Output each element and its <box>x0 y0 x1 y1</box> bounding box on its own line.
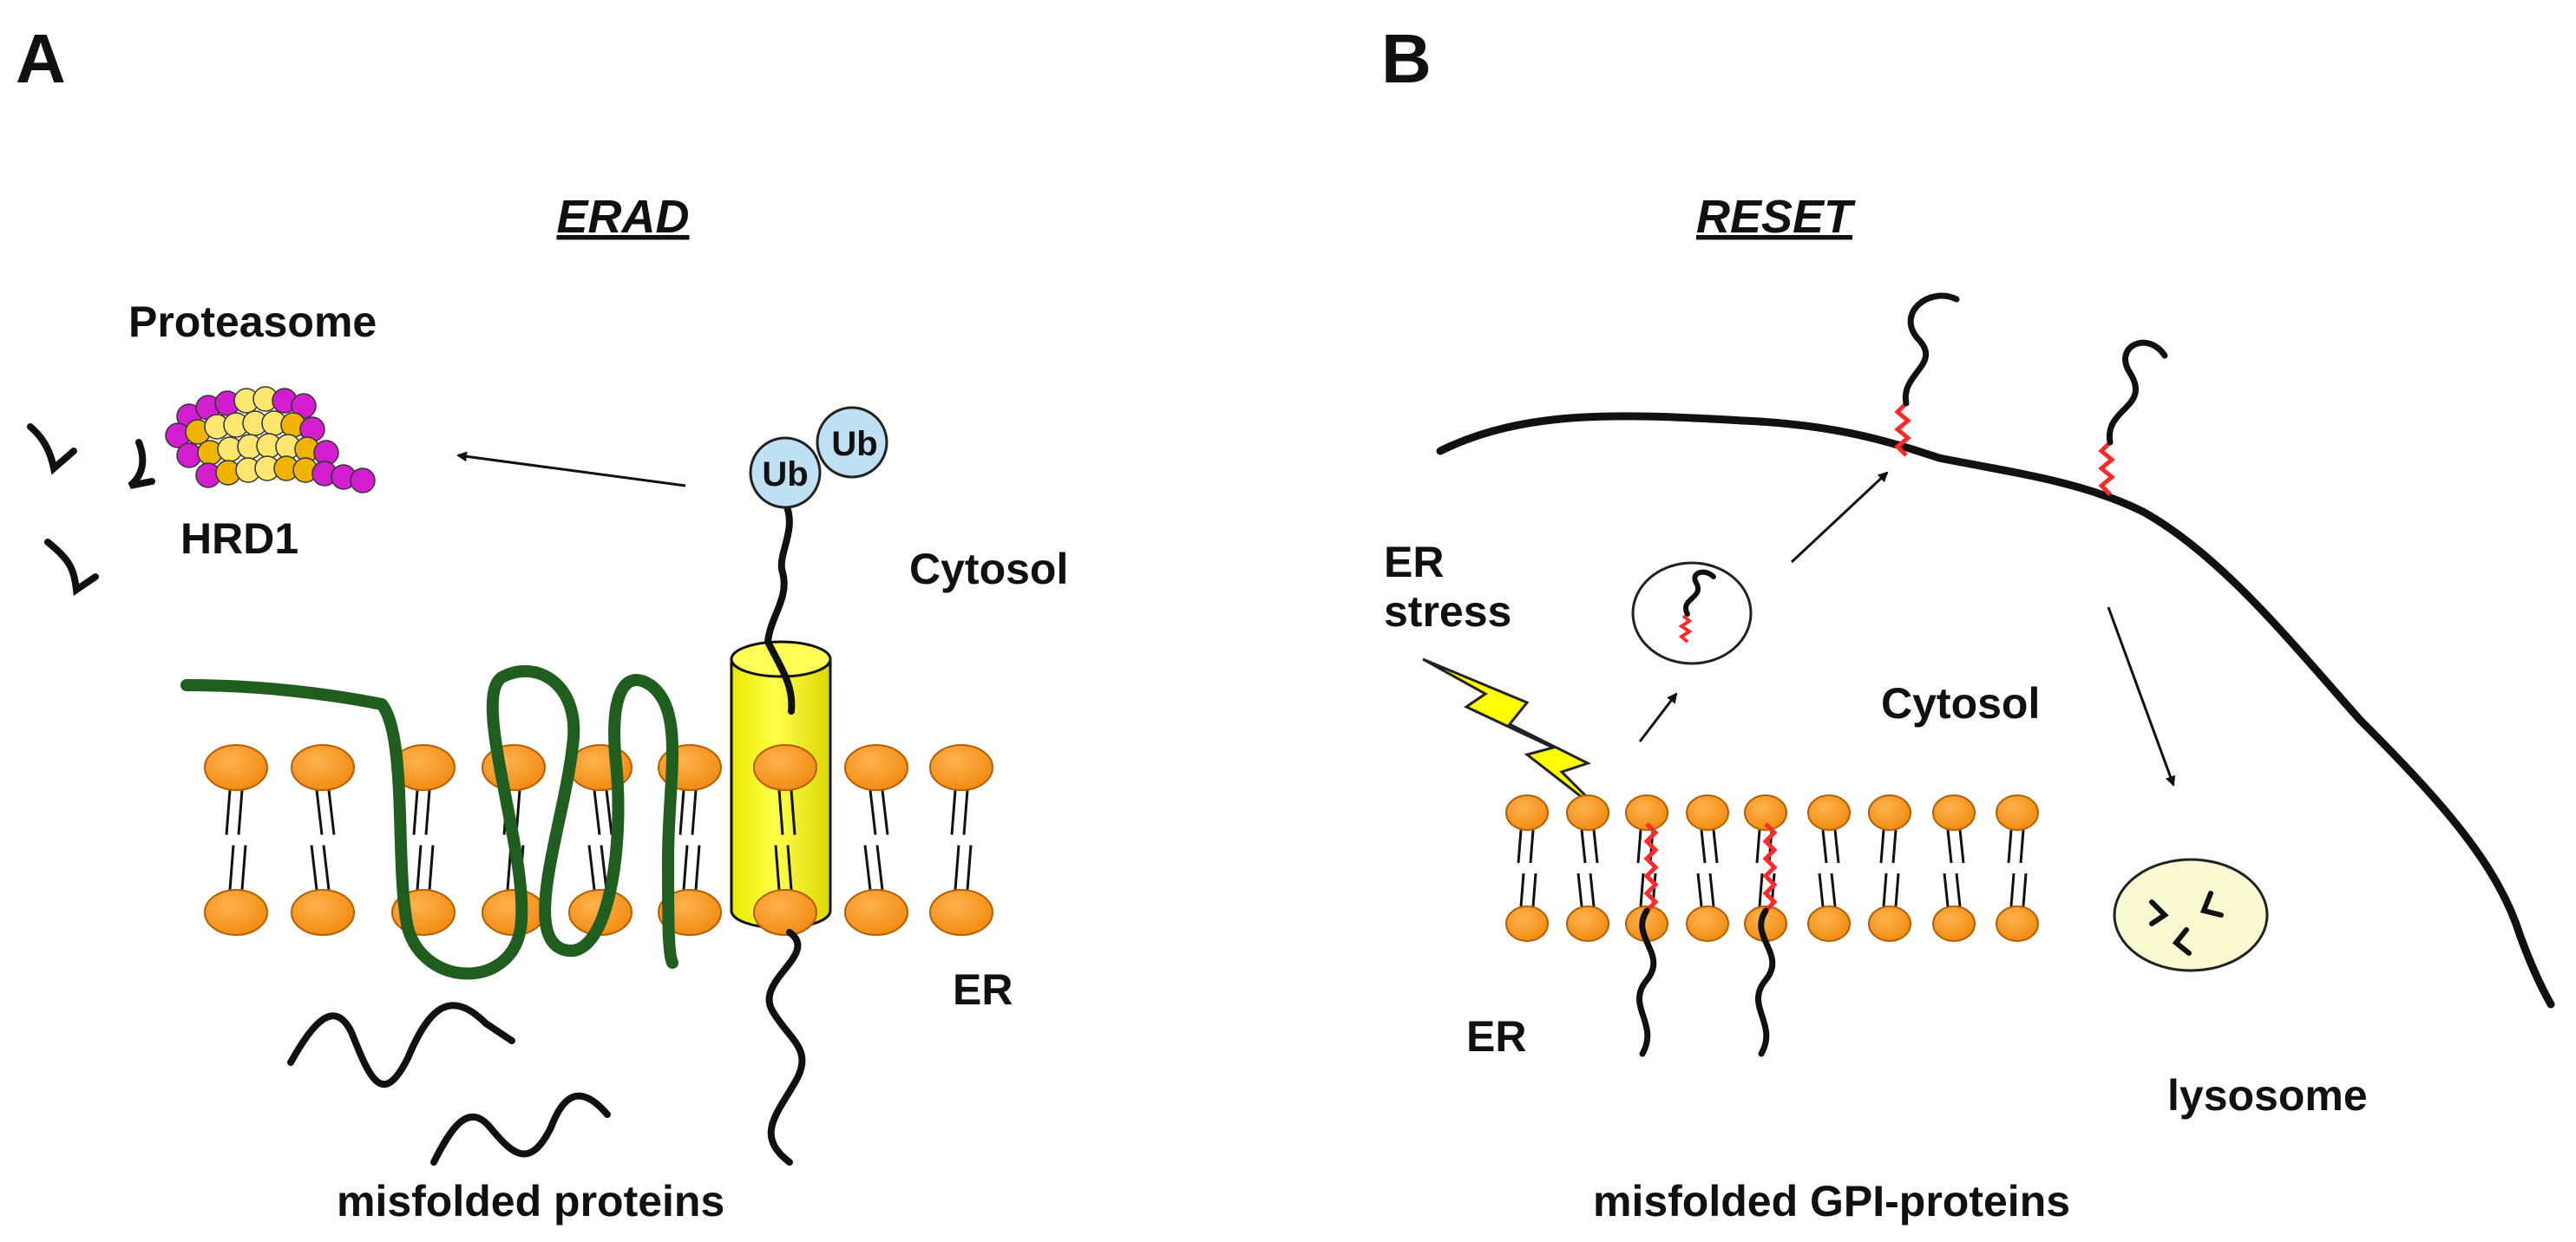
arrow-to-lysosome <box>2107 606 2176 787</box>
er-stress-lightning-icon <box>1422 657 1607 817</box>
cytosol-label-b: Cytosol <box>1881 679 2040 728</box>
lipid-pair <box>291 744 355 936</box>
lipid-pair <box>1932 794 1976 942</box>
er-gpi-protein <box>1635 822 1659 1057</box>
er-stress-label-line1: ER <box>1384 538 1444 586</box>
translocating-protein <box>764 500 796 715</box>
er-gpi-protein <box>1754 822 1778 1057</box>
misfolded-proteins <box>287 1002 611 1166</box>
cytosol-label-a: Cytosol <box>909 545 1068 593</box>
transport-vesicle <box>1631 561 1753 665</box>
plasma-membrane <box>1436 412 2555 1009</box>
misfolded-protein <box>430 1092 611 1166</box>
misfolded-protein <box>287 1002 515 1088</box>
panel-a-letter: A <box>16 20 66 97</box>
lipid-pair <box>1807 794 1851 942</box>
lipid-pair <box>753 744 817 936</box>
surface-gpi-protein <box>1894 292 1960 457</box>
lipid-pair <box>1686 794 1729 942</box>
panel-a: A ERAD Proteasome HRD1 Cytosol ER misfol… <box>16 20 1068 1226</box>
lipid-pair <box>1625 794 1668 942</box>
reset-title: RESET <box>1696 191 1856 243</box>
lipid-pair <box>929 744 993 936</box>
proteasome-complex <box>165 386 376 494</box>
er-membrane-a <box>204 744 993 936</box>
peptide-fragment <box>27 423 77 475</box>
hrd1-protein <box>180 664 678 980</box>
er-label-b: ER <box>1466 1012 1526 1061</box>
lysosome <box>2113 858 2269 972</box>
lipid-pair <box>1744 794 1787 942</box>
peptide-fragment <box>128 439 155 489</box>
lipid-pair <box>204 744 268 936</box>
proteasome-subunit <box>350 467 376 494</box>
lipid-pair <box>1996 794 2039 942</box>
lysosome-label: lysosome <box>2167 1071 2368 1120</box>
er-label-a: ER <box>953 965 1013 1014</box>
degraded-peptide-fragments <box>27 423 155 597</box>
lipid-pair <box>1868 794 1911 942</box>
translocon-channel <box>730 640 832 930</box>
arrow-to-proteasome <box>456 451 686 487</box>
er-lumen-protein-tail <box>765 929 806 1166</box>
lipid-pair <box>1566 794 1609 942</box>
ubiquitin-2 <box>816 406 888 479</box>
er-membrane-b <box>1505 794 2039 1057</box>
arrow-to-vesicle <box>1638 692 1678 742</box>
ub-label-1: Ub <box>762 455 808 494</box>
er-stress-label-line2: stress <box>1384 587 1511 636</box>
erad-title: ERAD <box>556 191 689 243</box>
panel-b: B RESET ER stress Cytosol ER lysosome mi… <box>1381 20 2555 1226</box>
ubiquitin-chain: Ub Ub <box>749 406 888 509</box>
panel-b-letter: B <box>1381 20 1432 97</box>
surface-gpi-protein <box>2098 339 2168 496</box>
peptide-fragment <box>44 539 99 597</box>
misfolded-gpi-proteins-label: misfolded GPI-proteins <box>1593 1177 2070 1226</box>
ub-label-2: Ub <box>831 425 877 463</box>
hrd1-label: HRD1 <box>180 514 298 563</box>
lipid-pair <box>1505 794 1549 942</box>
lipids-in-translocon <box>753 744 817 936</box>
misfolded-proteins-label: misfolded proteins <box>337 1177 724 1226</box>
lipid-pair <box>844 744 908 936</box>
ubiquitin-1 <box>749 436 822 509</box>
proteasome-label: Proteasome <box>128 297 377 346</box>
arrow-to-plasma-membrane <box>1790 471 1889 564</box>
